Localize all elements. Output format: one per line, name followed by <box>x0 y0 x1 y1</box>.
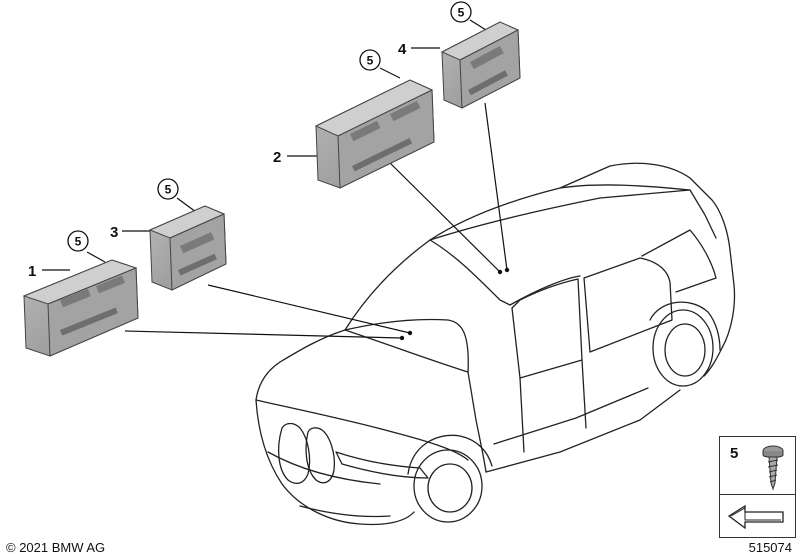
screw-callout-a: 5 <box>67 230 89 252</box>
screw-icon <box>762 445 784 491</box>
legend-item-5[interactable]: 5 <box>719 436 796 497</box>
callout-part-4: 4 <box>398 41 407 58</box>
svg-text:5: 5 <box>367 54 374 68</box>
control-module-1 <box>22 259 139 357</box>
leader-endpoints <box>399 267 510 341</box>
copyright-text: © 2021 BMW AG <box>6 540 106 555</box>
leader-lines <box>42 19 508 339</box>
control-module-3 <box>148 205 227 291</box>
callout-part-1: 1 <box>28 263 36 280</box>
screw-callout-c: 5 <box>359 49 381 71</box>
screw-callout-b: 5 <box>157 178 179 200</box>
leader-part3 <box>207 284 411 334</box>
leader-part2 <box>384 157 501 273</box>
svg-text:5: 5 <box>165 183 172 197</box>
legend-nav-box[interactable] <box>719 494 796 538</box>
svg-text:5: 5 <box>75 235 82 249</box>
leader-part1 <box>124 330 403 339</box>
vehicle-outline <box>255 162 736 526</box>
arrow-icon <box>727 504 784 530</box>
control-module-4 <box>440 21 521 109</box>
svg-text:5: 5 <box>458 6 465 20</box>
leader-part4 <box>484 102 508 271</box>
screw-callout-d: 5 <box>450 1 472 23</box>
diagram-number: 515074 <box>748 540 792 555</box>
callout-part-2: 2 <box>273 149 281 166</box>
legend-number: 5 <box>730 445 739 462</box>
control-module-2 <box>314 79 435 189</box>
callout-part-3: 3 <box>110 224 118 241</box>
